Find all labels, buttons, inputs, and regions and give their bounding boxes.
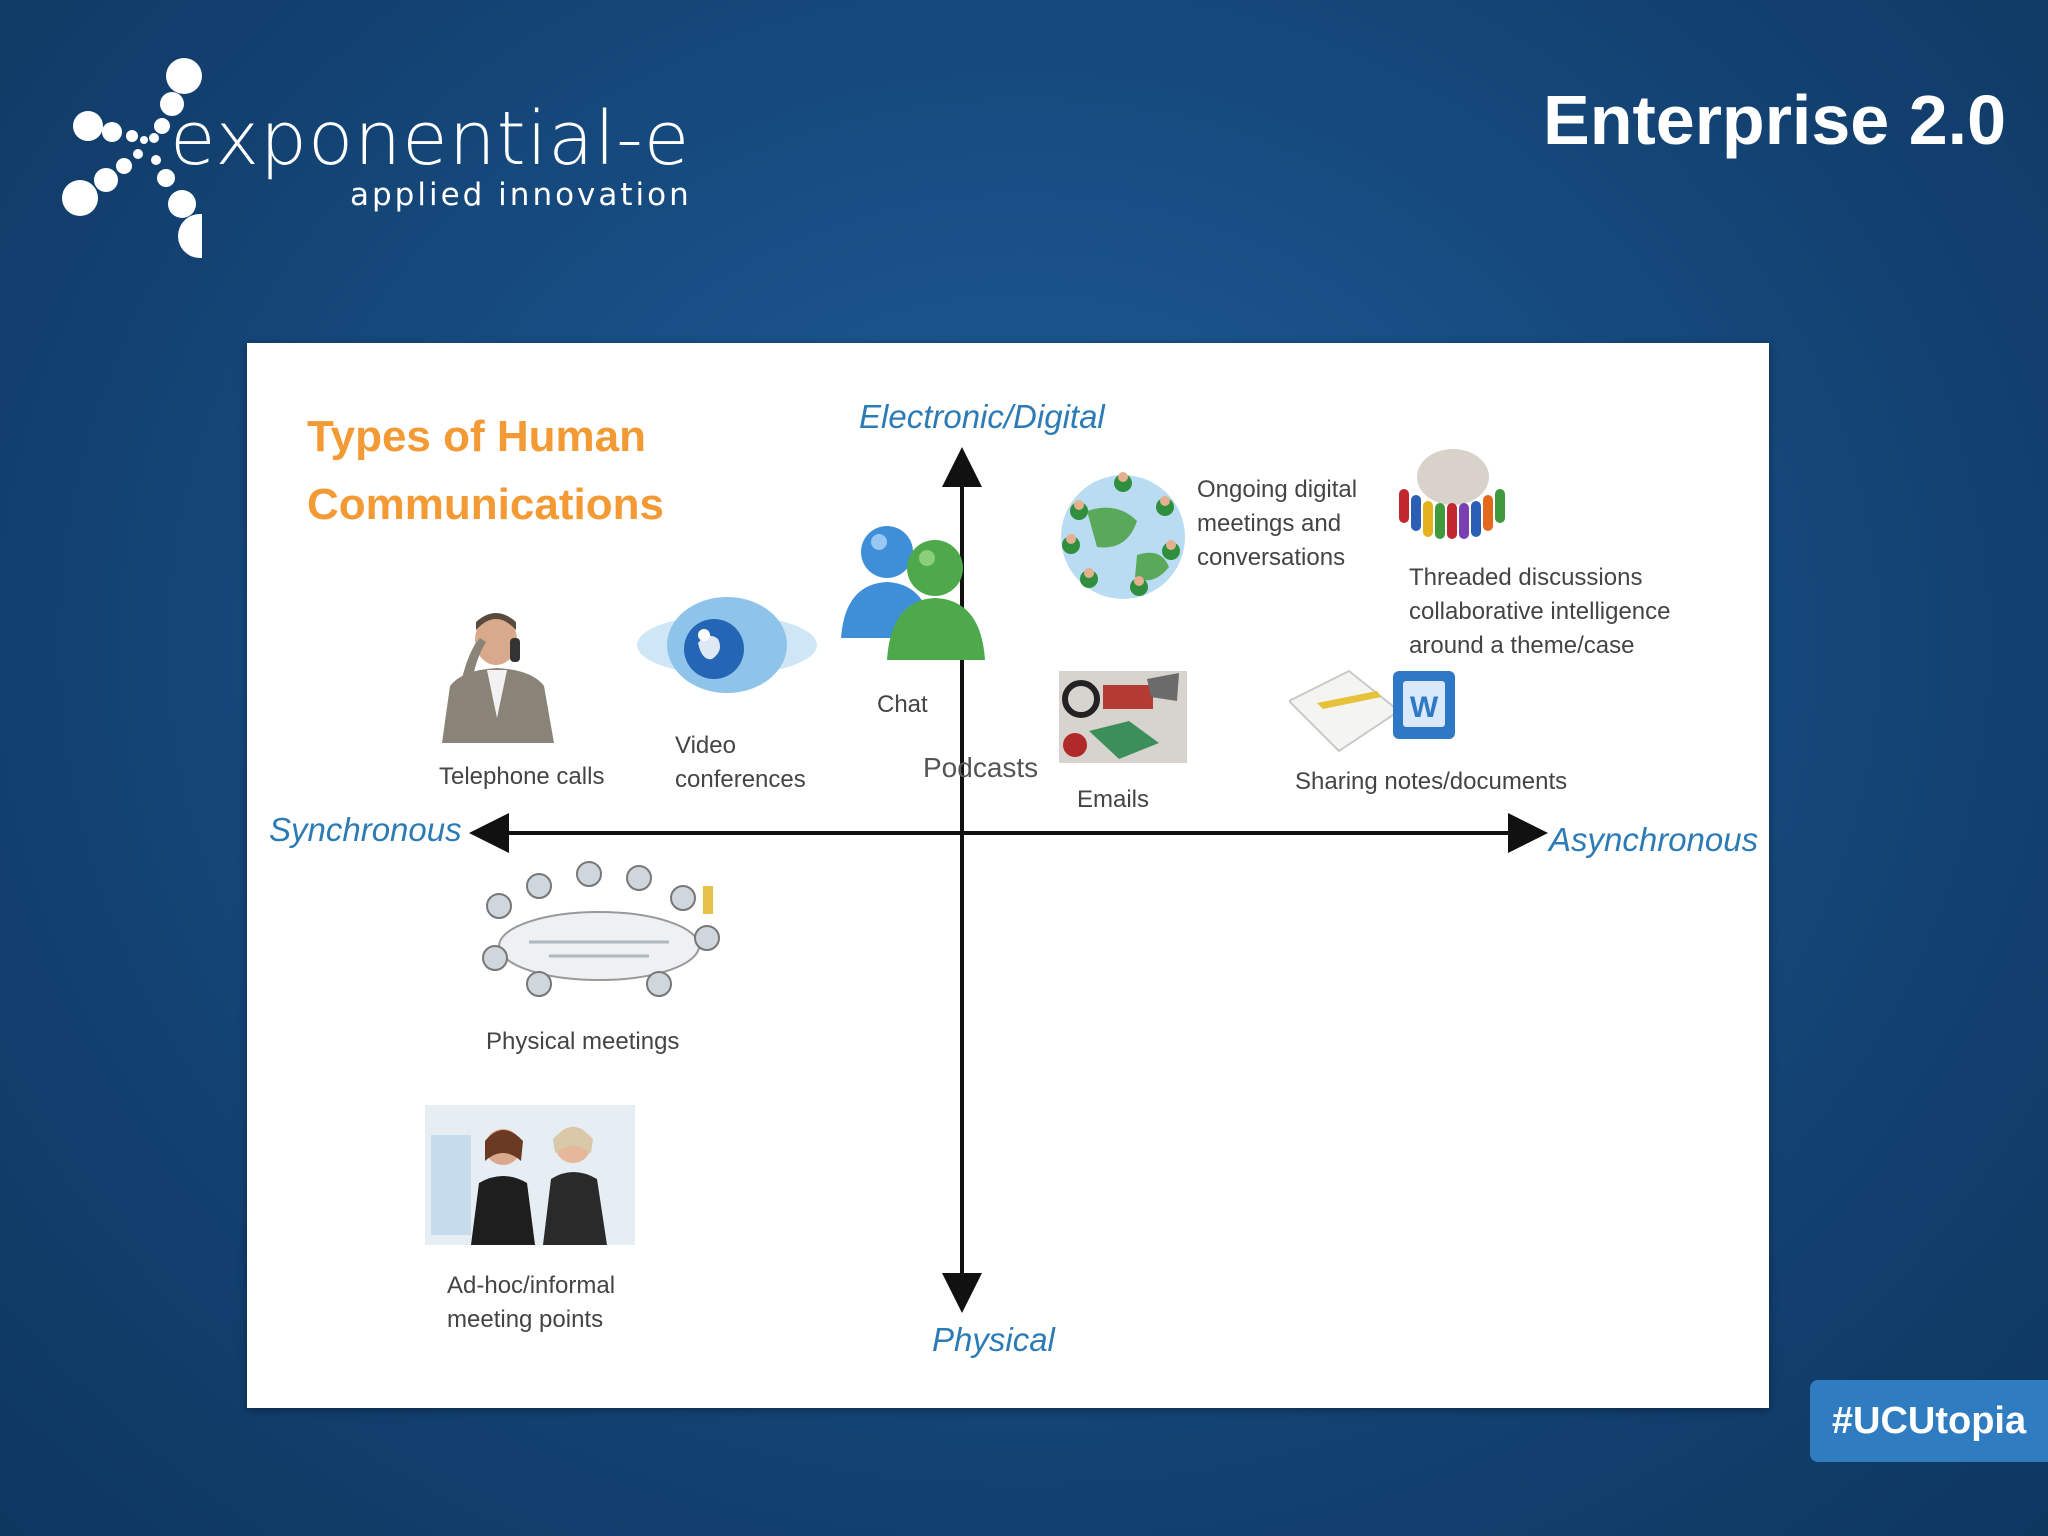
diagram-title: Types of Human Communications [307,412,664,529]
quadrant-axes [469,447,1548,1313]
item-label-video: Video conferences [675,732,806,793]
item-label-ongoing-digital: Ongoing digital meetings and conversatio… [1197,476,1358,571]
person-on-phone-icon [442,613,554,743]
email-collage-icon [1059,671,1187,763]
item-label-telephone: Telephone calls [439,763,605,790]
svg-text:W: W [1410,691,1439,724]
meeting-sketch-icon [482,861,720,997]
axis-label-synchronous: Synchronous [269,811,462,848]
axis-label-electronic: Electronic/Digital [859,398,1105,435]
notebook-document-icon: W [1289,669,1455,753]
item-label-physical-meetings: Physical meetings [486,1028,680,1055]
item-label-chat: Chat [877,691,928,718]
people-globe-icon [1061,472,1185,599]
axis-label-physical: Physical [932,1321,1055,1358]
axis-label-asynchronous: Asynchronous [1549,821,1759,858]
item-label-sharing: Sharing notes/documents [1295,768,1568,795]
slide-title: Enterprise 2.0 [1543,81,2006,159]
two-women-talking-icon [425,1105,635,1245]
communications-diagram: Types of Human Communications Electronic… [247,343,1769,1408]
logo-dots-icon [62,58,202,258]
figures-around-globe-icon [1399,449,1505,539]
logo-name: exponential-e [170,96,691,182]
messenger-people-icon [841,526,985,660]
item-label-podcasts: Podcasts [923,752,1039,783]
globe-eye-icon [637,597,817,693]
item-label-adhoc: Ad-hoc/informal meeting points [447,1272,616,1333]
hashtag-badge: #UCUtopia [1810,1380,2048,1462]
exponential-e-logo: exponential-e applied innovation [62,52,702,267]
item-label-emails: Emails [1077,786,1150,813]
item-label-threaded: Threaded discussions collaborative intel… [1409,564,1671,659]
logo-tagline: applied innovation [350,177,692,213]
